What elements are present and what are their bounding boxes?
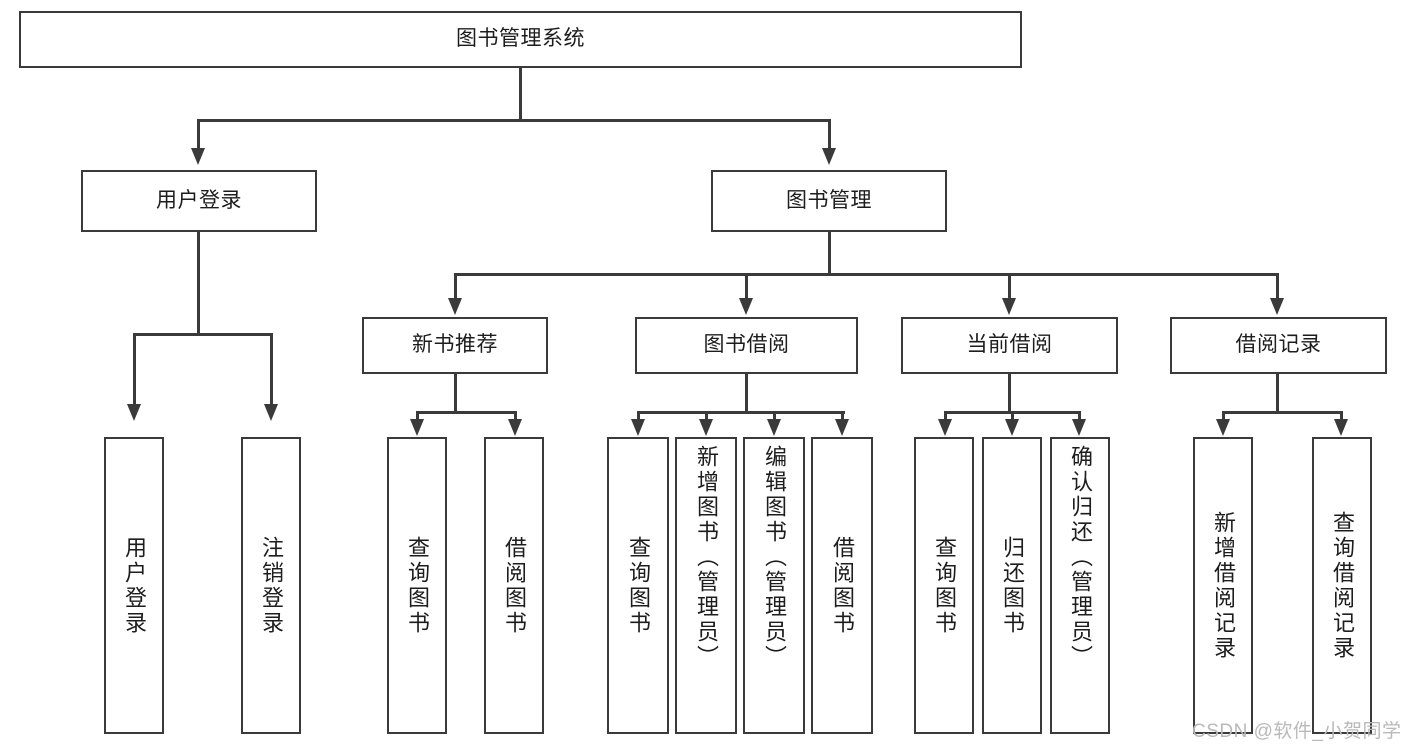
node-label: 注销登录 <box>259 535 284 636</box>
node-user-login[interactable]: 用户登录 <box>81 170 317 232</box>
connector-current-branch-2 <box>1011 411 1014 421</box>
node-current-borrow[interactable]: 当前借阅 <box>901 317 1118 374</box>
node-label: 归还图书 <box>1000 535 1025 636</box>
node-label: 图书管理系统 <box>456 27 585 51</box>
connector-borrow-branch-2 <box>705 411 708 421</box>
node-label: 确认归还（管理员） <box>1068 445 1093 670</box>
leaf-borrow-book[interactable]: 借阅图书 <box>811 437 873 734</box>
connector-books-bus <box>454 273 1278 276</box>
arrow-books-branch-4 <box>1270 298 1284 315</box>
connector-borrow-branch-4 <box>841 411 844 421</box>
connector-books-branch-1 <box>454 273 457 299</box>
leaf-logout[interactable]: 注销登录 <box>241 437 301 734</box>
connector-current-branch-1 <box>944 411 947 421</box>
connector-current-branch-3 <box>1078 411 1081 421</box>
leaf-confirm-return-admin[interactable]: 确认归还（管理员） <box>1050 437 1110 734</box>
connector-login-branch-2 <box>270 333 273 405</box>
connector-recommend-stem <box>454 374 457 412</box>
leaf-borrow-book-recommend[interactable]: 借阅图书 <box>484 437 544 734</box>
node-label: 新书推荐 <box>412 333 498 357</box>
node-label: 用户登录 <box>122 535 147 636</box>
leaf-query-book[interactable]: 查询图书 <box>607 437 669 734</box>
node-label: 借阅图书 <box>502 535 527 636</box>
arrow-borrow-branch-3 <box>767 419 781 436</box>
connector-borrow-stem <box>745 374 748 412</box>
connector-root-to-login <box>197 119 200 149</box>
connector-record-branch-2 <box>1340 411 1343 421</box>
node-book-borrow[interactable]: 图书借阅 <box>635 317 858 374</box>
leaf-query-borrow-record[interactable]: 查询借阅记录 <box>1312 437 1372 734</box>
arrow-login-branch-2 <box>264 404 278 421</box>
leaf-return-book[interactable]: 归还图书 <box>982 437 1042 734</box>
arrow-borrow-branch-1 <box>631 419 645 436</box>
connector-books-branch-3 <box>1008 273 1011 299</box>
node-label: 查询图书 <box>405 535 430 636</box>
node-borrow-record[interactable]: 借阅记录 <box>1170 317 1387 374</box>
connector-record-branch-1 <box>1222 411 1225 421</box>
connector-record-stem <box>1276 374 1279 412</box>
connector-recommend-bus <box>416 411 517 414</box>
connector-borrow-branch-1 <box>637 411 640 421</box>
connector-root-to-books <box>828 119 831 149</box>
arrow-borrow-branch-4 <box>835 419 849 436</box>
connector-books-stem <box>828 232 831 274</box>
arrow-books-branch-1 <box>448 298 462 315</box>
arrow-current-branch-3 <box>1072 419 1086 436</box>
node-label: 借阅记录 <box>1235 333 1322 357</box>
node-label: 查询图书 <box>932 535 957 636</box>
arrow-books-branch-2 <box>739 298 753 315</box>
connector-books-branch-4 <box>1276 273 1279 299</box>
connector-books-branch-2 <box>745 273 748 299</box>
node-new-book-recommend[interactable]: 新书推荐 <box>362 317 548 374</box>
connector-recommend-branch-1 <box>416 411 419 421</box>
arrow-record-branch-1 <box>1216 419 1230 436</box>
node-book-management[interactable]: 图书管理 <box>711 170 947 232</box>
node-label: 查询借阅记录 <box>1330 510 1355 661</box>
connector-login-bus <box>133 333 273 336</box>
arrow-root-to-login <box>191 148 205 165</box>
connector-root-bus <box>197 119 831 122</box>
arrow-root-to-books <box>822 148 836 165</box>
node-label: 借阅图书 <box>830 535 855 636</box>
connector-recommend-branch-2 <box>514 411 517 421</box>
arrow-current-branch-2 <box>1005 419 1019 436</box>
arrow-recommend-branch-1 <box>410 419 424 436</box>
connector-login-branch-1 <box>133 333 136 405</box>
node-root-system[interactable]: 图书管理系统 <box>19 11 1022 68</box>
node-label: 编辑图书（管理员） <box>762 445 787 670</box>
node-label: 查询图书 <box>626 535 651 636</box>
node-label: 当前借阅 <box>966 333 1053 357</box>
leaf-edit-book-admin[interactable]: 编辑图书（管理员） <box>743 437 805 734</box>
leaf-query-book-recommend[interactable]: 查询图书 <box>387 437 447 734</box>
connector-record-bus <box>1222 411 1342 414</box>
leaf-add-borrow-record[interactable]: 新增借阅记录 <box>1193 437 1253 734</box>
arrow-recommend-branch-2 <box>508 419 522 436</box>
leaf-query-book-current[interactable]: 查询图书 <box>914 437 974 734</box>
connector-login-stem <box>197 232 200 334</box>
node-label: 新增图书（管理员） <box>694 445 719 670</box>
connector-borrow-branch-3 <box>773 411 776 421</box>
node-label: 用户登录 <box>156 188 242 212</box>
arrow-borrow-branch-2 <box>699 419 713 436</box>
leaf-add-book-admin[interactable]: 新增图书（管理员） <box>675 437 737 734</box>
arrow-login-branch-1 <box>127 404 141 421</box>
connector-borrow-bus <box>637 411 845 414</box>
arrow-record-branch-2 <box>1334 419 1348 436</box>
arrow-current-branch-1 <box>938 419 952 436</box>
node-label: 图书管理 <box>786 188 872 212</box>
connector-current-stem <box>1008 374 1011 412</box>
connector-root-stem <box>519 68 522 120</box>
leaf-user-login[interactable]: 用户登录 <box>104 437 164 734</box>
arrow-books-branch-3 <box>1002 298 1016 315</box>
node-label: 图书借阅 <box>703 333 790 357</box>
node-label: 新增借阅记录 <box>1211 510 1236 661</box>
